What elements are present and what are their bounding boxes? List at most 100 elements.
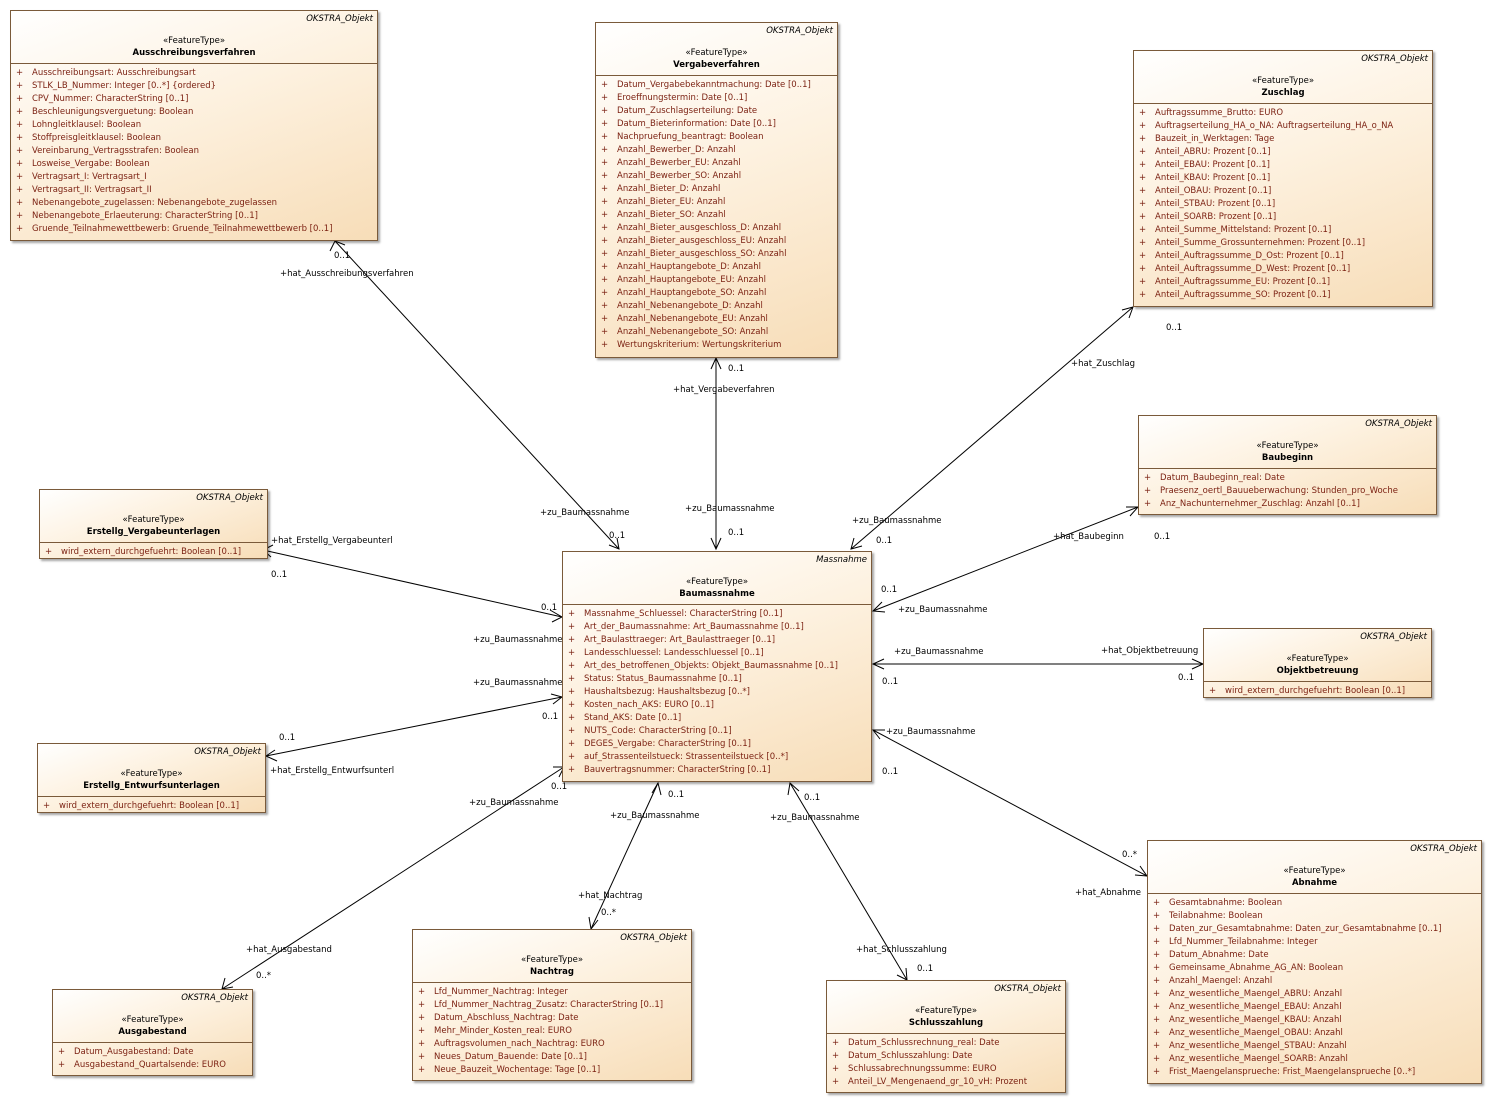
attribute: Anzahl_Bewerber_EU: Anzahl bbox=[596, 157, 837, 170]
package-name: OKSTRA_Objekt bbox=[620, 933, 687, 943]
assoc-schlusszahlung bbox=[789, 782, 908, 981]
package-name: OKSTRA_Objekt bbox=[306, 14, 373, 24]
attribute: Haushaltsbezug: Haushaltsbezug [0..*] bbox=[563, 686, 871, 699]
role-label: +hat_Vergabeverfahren bbox=[673, 385, 775, 395]
attribute: Losweise_Vergabe: Boolean bbox=[11, 158, 377, 171]
attribute: Anzahl_Bieter_ausgeschloss_D: Anzahl bbox=[596, 222, 837, 235]
attribute: Anzahl_Nebenangebote_SO: Anzahl bbox=[596, 326, 837, 339]
role-label: +hat_Erstellg_Vergabeunterl bbox=[271, 536, 393, 546]
stereotype: «FeatureType» bbox=[1283, 866, 1346, 876]
package-name: OKSTRA_Objekt bbox=[181, 993, 248, 1003]
attribute: Anteil_Auftragssumme_EU: Prozent [0..1] bbox=[1134, 276, 1432, 289]
attribute: Anteil_LV_Mengenaend_gr_10_vH: Prozent bbox=[827, 1076, 1065, 1089]
multiplicity-label: 0..1 bbox=[551, 782, 568, 792]
class-erstellg-vergabeunterlagen[interactable]: OKSTRA_Objekt «FeatureType» Erstellg_Ver… bbox=[39, 489, 268, 559]
multiplicity-label: 0..1 bbox=[279, 733, 296, 743]
package-name: OKSTRA_Objekt bbox=[1360, 632, 1427, 642]
class-objektbetreuung[interactable]: OKSTRA_Objekt «FeatureType» Objektbetreu… bbox=[1203, 628, 1432, 698]
class-ausgabestand[interactable]: OKSTRA_Objekt «FeatureType» Ausgabestand… bbox=[52, 989, 253, 1076]
attribute: Anz_wesentliche_Maengel_EBAU: Anzahl bbox=[1148, 1001, 1481, 1014]
multiplicity-label: 0..1 bbox=[728, 528, 745, 538]
attribute: Bauzeit_in_Werktagen: Tage bbox=[1134, 133, 1432, 146]
role-label: +hat_Zuschlag bbox=[1071, 359, 1135, 369]
class-nachtrag[interactable]: OKSTRA_Objekt «FeatureType» Nachtrag Lfd… bbox=[412, 929, 692, 1081]
assoc-baubeginn bbox=[872, 506, 1139, 612]
class-abnahme[interactable]: OKSTRA_Objekt «FeatureType» Abnahme Gesa… bbox=[1147, 840, 1482, 1084]
attribute: Mehr_Minder_Kosten_real: EURO bbox=[413, 1025, 691, 1038]
multiplicity-label: 0..1 bbox=[876, 536, 893, 546]
attribute: Anzahl_Bewerber_D: Anzahl bbox=[596, 144, 837, 157]
attribute: Anteil_Auftragssumme_D_West: Prozent [0.… bbox=[1134, 263, 1432, 276]
stereotype: «FeatureType» bbox=[685, 48, 748, 58]
class-erstellg-entwurfsunterlagen[interactable]: OKSTRA_Objekt «FeatureType» Erstellg_Ent… bbox=[37, 743, 266, 813]
assoc-ausschreibungsverfahren bbox=[334, 240, 620, 550]
attribute: NUTS_Code: CharacterString [0..1] bbox=[563, 725, 871, 738]
class-vergabeverfahren[interactable]: OKSTRA_Objekt «FeatureType» Vergabeverfa… bbox=[595, 22, 838, 358]
stereotype: «FeatureType» bbox=[121, 1015, 184, 1025]
attribute: Datum_Abschluss_Nachtrag: Date bbox=[413, 1012, 691, 1025]
attribute: Datum_Zuschlagserteilung: Date bbox=[596, 105, 837, 118]
attribute: Gemeinsame_Abnahme_AG_AN: Boolean bbox=[1148, 962, 1481, 975]
multiplicity-label: 0..1 bbox=[541, 603, 558, 613]
assoc-ausgabestand bbox=[221, 766, 565, 990]
stereotype: «FeatureType» bbox=[914, 1006, 978, 1016]
attribute: Anteil_EBAU: Prozent [0..1] bbox=[1134, 159, 1432, 172]
package-name: OKSTRA_Objekt bbox=[1365, 419, 1432, 429]
attribute: Nebenangebote_Erlaeuterung: CharacterStr… bbox=[11, 210, 377, 223]
class-schlusszahlung[interactable]: OKSTRA_Objekt «FeatureType» Schlusszahlu… bbox=[826, 980, 1066, 1093]
multiplicity-label: 0..1 bbox=[804, 793, 821, 803]
attribute: Vertragsart_I: Vertragsart_I bbox=[11, 171, 377, 184]
class-name: Schlusszahlung bbox=[908, 1018, 984, 1028]
role-label: +zu_Baumassnahme bbox=[886, 727, 976, 737]
class-ausschreibungsverfahren[interactable]: OKSTRA_Objekt «FeatureType» Ausschreibun… bbox=[10, 10, 378, 241]
attribute: Datum_Baubeginn_real: Date bbox=[1139, 472, 1436, 485]
multiplicity-label: 0..1 bbox=[668, 790, 685, 800]
multiplicity-label: 0..1 bbox=[917, 964, 934, 974]
attribute: Anzahl_Bieter_D: Anzahl bbox=[596, 183, 837, 196]
attribute: Anz_Nachunternehmer_Zuschlag: Anzahl [0.… bbox=[1139, 498, 1436, 511]
class-name: Erstellg_Entwurfsunterlagen bbox=[83, 781, 220, 791]
attribute: Lfd_Nummer_Teilabnahme: Integer bbox=[1148, 936, 1481, 949]
attribute: Datum_Schlusszahlung: Date bbox=[827, 1050, 1065, 1063]
attribute: Ausgabestand_Quartalsende: EURO bbox=[53, 1059, 252, 1072]
attribute: Art_der_Baumassnahme: Art_Baumassnahme [… bbox=[563, 621, 871, 634]
attribute: Anzahl_Bieter_ausgeschloss_SO: Anzahl bbox=[596, 248, 837, 261]
attribute: Wertungskriterium: Wertungskriterium bbox=[596, 339, 837, 352]
class-zuschlag[interactable]: OKSTRA_Objekt «FeatureType» Zuschlag Auf… bbox=[1133, 50, 1433, 307]
multiplicity-label: 0..1 bbox=[1166, 323, 1183, 333]
package-name: OKSTRA_Objekt bbox=[766, 26, 833, 36]
attribute: Bauvertragsnummer: CharacterString [0..1… bbox=[563, 764, 871, 777]
stereotype: «FeatureType» bbox=[520, 955, 584, 965]
arrowhead bbox=[651, 781, 662, 796]
stereotype: «FeatureType» bbox=[1286, 654, 1349, 664]
attribute: Auftragssumme_Brutto: EURO bbox=[1134, 107, 1432, 120]
attribute: Vertragsart_II: Vertragsart_II bbox=[11, 184, 377, 197]
attribute: Anteil_OBAU: Prozent [0..1] bbox=[1134, 185, 1432, 198]
attribute: Art_des_betroffenen_Objekts: Objekt_Baum… bbox=[563, 660, 871, 673]
stereotype: «FeatureType» bbox=[122, 515, 185, 525]
attribute: Ausschreibungsart: Ausschreibungsart bbox=[11, 67, 377, 80]
attribute: Anteil_SOARB: Prozent [0..1] bbox=[1134, 211, 1432, 224]
attribute: Anzahl_Hauptangebote_EU: Anzahl bbox=[596, 274, 837, 287]
role-label: +hat_Ausgabestand bbox=[246, 945, 332, 955]
stereotype: «FeatureType» bbox=[1251, 76, 1315, 86]
class-baubeginn[interactable]: OKSTRA_Objekt «FeatureType» Baubeginn Da… bbox=[1138, 415, 1437, 515]
arrowhead bbox=[264, 749, 278, 762]
role-label: +zu_Baumassnahme bbox=[473, 635, 563, 645]
assoc-zuschlag bbox=[850, 306, 1134, 550]
role-label: +hat_Erstellg_Entwurfsunterl bbox=[270, 766, 395, 776]
attribute: Anzahl_Bieter_EU: Anzahl bbox=[596, 196, 837, 209]
attribute: Nachpruefung_beantragt: Boolean bbox=[596, 131, 837, 144]
attribute: Nebenangebote_zugelassen: Nebenangebote_… bbox=[11, 197, 377, 210]
role-label: +hat_Objektbetreuung bbox=[1101, 646, 1199, 656]
attribute: STLK_LB_Nummer: Integer [0..*] {ordered} bbox=[11, 80, 377, 93]
attribute: Anzahl_Maengel: Anzahl bbox=[1148, 975, 1481, 988]
class-name: Zuschlag bbox=[1261, 88, 1305, 98]
attribute: Anz_wesentliche_Maengel_KBAU: Anzahl bbox=[1148, 1014, 1481, 1027]
class-name: Objektbetreuung bbox=[1276, 666, 1359, 676]
multiplicity-label: 0..1 bbox=[1154, 532, 1171, 542]
attribute: wird_extern_durchgefuehrt: Boolean [0..1… bbox=[40, 546, 267, 559]
role-label: +zu_Baumassnahme bbox=[685, 504, 775, 514]
class-baumassnahme[interactable]: Massnahme «FeatureType» Baumassnahme Mas… bbox=[562, 551, 872, 782]
attribute: Lfd_Nummer_Nachtrag: Integer bbox=[413, 986, 691, 999]
